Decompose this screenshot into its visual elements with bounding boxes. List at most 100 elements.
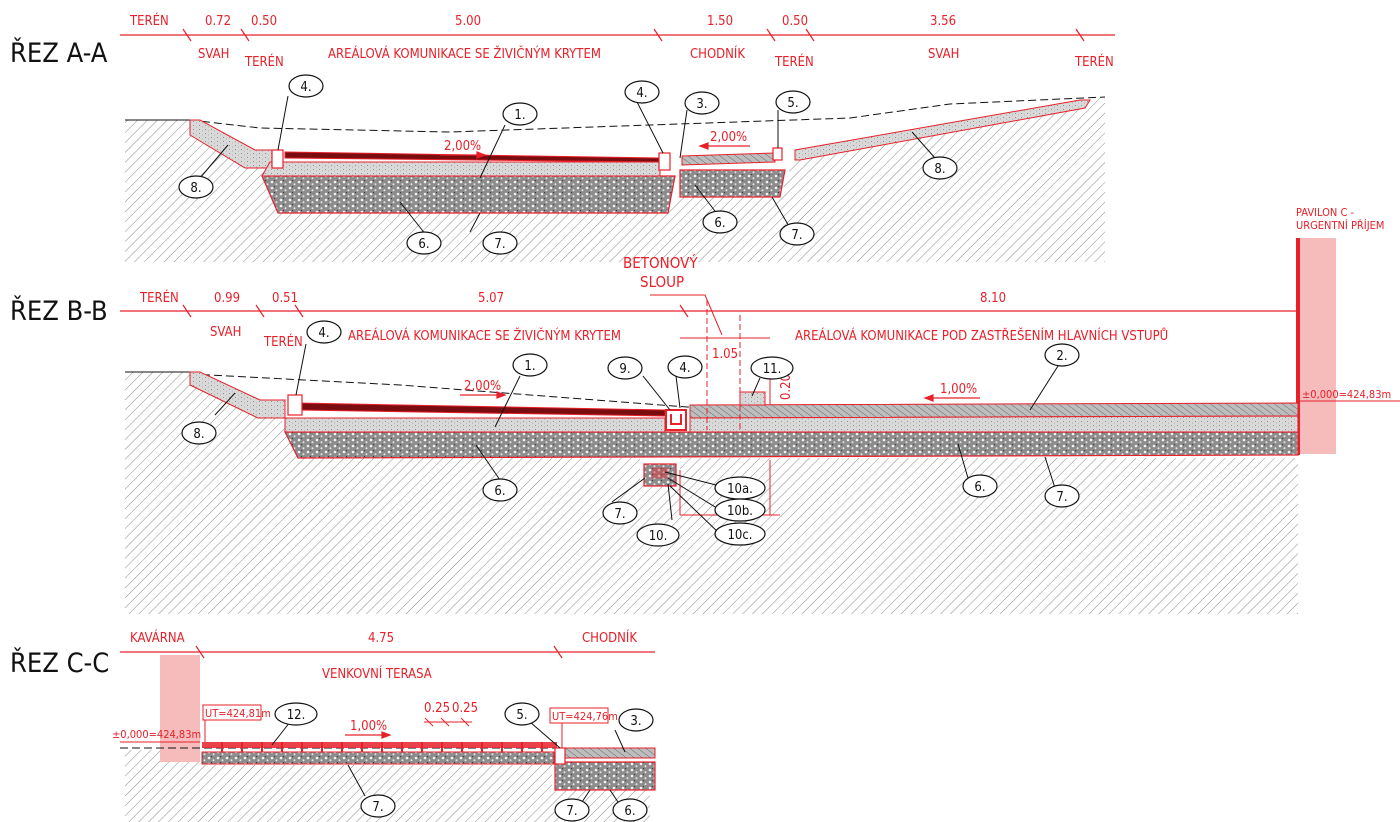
label-a-teren-right: TERÉN [1074, 54, 1114, 70]
terrace-deck-c [202, 742, 557, 748]
column-leader-b [650, 294, 723, 336]
marker-ellipse [504, 702, 540, 726]
label-b-column-1: BETONOVÝ [623, 253, 698, 272]
marker-a-4: 3. [684, 91, 720, 115]
marker-c-3: 3. [618, 708, 654, 732]
section-c-title: ŘEZ C-C [10, 647, 109, 679]
marker-ellipse [750, 356, 794, 380]
marker-c-1: 12. [274, 702, 318, 726]
marker-b-7: 8. [181, 421, 217, 445]
marker-ellipse [406, 231, 442, 255]
dim-a-2: 0.50 [251, 14, 277, 29]
label-a-road: AREÁLOVÁ KOMUNIKACE SE ŽIVIČNÝM KRYTEM [328, 46, 601, 62]
marker-label: 8. [934, 162, 945, 177]
dim-b-3: 5.07 [478, 291, 504, 306]
marker-ellipse [702, 210, 738, 234]
slope-b-2: 1,00% [940, 382, 977, 397]
marker-ellipse [502, 102, 538, 126]
marker-ellipse [684, 91, 720, 115]
marker-a-1: 4. [288, 74, 324, 98]
label-b-road-covered: AREÁLOVÁ KOMUNIKACE POD ZASTŘEŠENÍM HLAV… [795, 328, 1168, 344]
label-c-terrace: VENKOVNÍ TERASA [322, 666, 432, 682]
marker-label: 7. [494, 237, 505, 252]
marker-ellipse [607, 356, 643, 380]
original-terrain-dashed-b [189, 373, 1299, 425]
slope-right-a [794, 99, 1091, 161]
marker-ellipse [274, 702, 318, 726]
curb-left-a [271, 149, 284, 169]
marker-label: 5. [516, 708, 527, 723]
marker-a-11: 7. [779, 222, 815, 246]
terrace-base-c [201, 751, 555, 765]
marker-label: 4. [318, 326, 329, 341]
marker-ellipse [624, 80, 660, 104]
marker-callouts: 4.1.4.3.5.8.8.6.7.6.7.4.1.9.4.11.2.8.6.7… [178, 74, 1080, 822]
marker-c-5: 7. [554, 798, 590, 822]
marker-ellipse [962, 474, 998, 498]
marker-label: 7. [1056, 490, 1067, 505]
pavilion-wall-fill-b [1300, 238, 1336, 454]
dim-a-4: 1.50 [707, 14, 733, 29]
road-sublayer-b [284, 417, 666, 433]
label-b-column-2: SLOUP [640, 273, 684, 291]
marker-b-13: 10c. [714, 522, 766, 546]
slope-c-1: 1,00% [350, 719, 387, 734]
ut-c-2: UT=424,76m [552, 710, 618, 723]
marker-label: 7. [566, 804, 577, 819]
slope-arrows-b [460, 391, 980, 402]
marker-label: 6. [418, 237, 429, 252]
sidewalk-base-a [679, 169, 786, 198]
label-b-road: AREÁLOVÁ KOMUNIKACE SE ŽIVIČNÝM KRYTEM [348, 328, 621, 344]
marker-ellipse [714, 522, 766, 546]
road-base-b [284, 431, 1299, 459]
original-terrain-dashed-a [189, 96, 1106, 133]
marker-a-6: 8. [178, 175, 214, 199]
slope-left-b [189, 371, 286, 419]
marker-ellipse [482, 231, 518, 255]
marker-label: 2. [1056, 349, 1067, 364]
marker-a-7: 8. [922, 156, 958, 180]
marker-ellipse [512, 353, 548, 377]
marker-ellipse [178, 175, 214, 199]
marker-ellipse [612, 798, 648, 822]
label-b-teren-2: TERÉN [263, 334, 303, 350]
marker-label: 6. [624, 804, 635, 819]
marker-label: 4. [300, 80, 311, 95]
marker-b-8: 6. [482, 478, 518, 502]
marker-label: 5. [787, 96, 798, 111]
marker-label: 7. [372, 800, 383, 815]
ground-hatch-c [125, 750, 650, 822]
marker-ellipse [779, 222, 815, 246]
slope-arrows-c [345, 731, 392, 739]
marker-label: 3. [696, 97, 707, 112]
level-b: ±0,000=424,83m [1302, 388, 1391, 401]
section-c-ticks [195, 645, 563, 659]
cafe-wall-fill-c [160, 655, 200, 762]
sidewalk-pavers-c [559, 747, 656, 759]
marker-b-14: 6. [962, 474, 998, 498]
sidewalk-base-c [554, 761, 656, 791]
label-a-teren-2: TERÉN [244, 54, 284, 70]
dim-b-4: 8.10 [980, 291, 1006, 306]
drain-pipe-b [651, 467, 669, 479]
covered-road-sub-b [689, 415, 1299, 433]
marker-ellipse [306, 320, 342, 344]
slope-b-1: 2,00% [464, 379, 501, 394]
road-base-a [261, 175, 676, 214]
sidewalk-pavers-a [681, 152, 776, 166]
section-c-c: ŘEZ C-C 4.75 0.25 0.25 KAVÁRNA CHODNÍK V… [10, 630, 656, 822]
section-b-b: ŘEZ B-B 0.99 0.51 5.07 8.10 TERÉN SVAH T… [10, 206, 1400, 614]
marker-label: 8. [190, 181, 201, 196]
marker-label: 10c. [727, 528, 752, 543]
marker-label: 6. [714, 216, 725, 231]
marker-c-6: 6. [612, 798, 648, 822]
curb-c [554, 747, 566, 765]
marker-c-4: 7. [360, 794, 396, 818]
marker-a-5: 5. [775, 90, 811, 114]
marker-label: 1. [514, 108, 525, 123]
marker-ellipse [1044, 484, 1080, 508]
ground-hatch-a [125, 97, 1105, 262]
marker-b-9: 7. [602, 501, 638, 525]
marker-label: 10b. [727, 504, 753, 519]
ut-c-1: UT=424,81m [205, 707, 271, 720]
